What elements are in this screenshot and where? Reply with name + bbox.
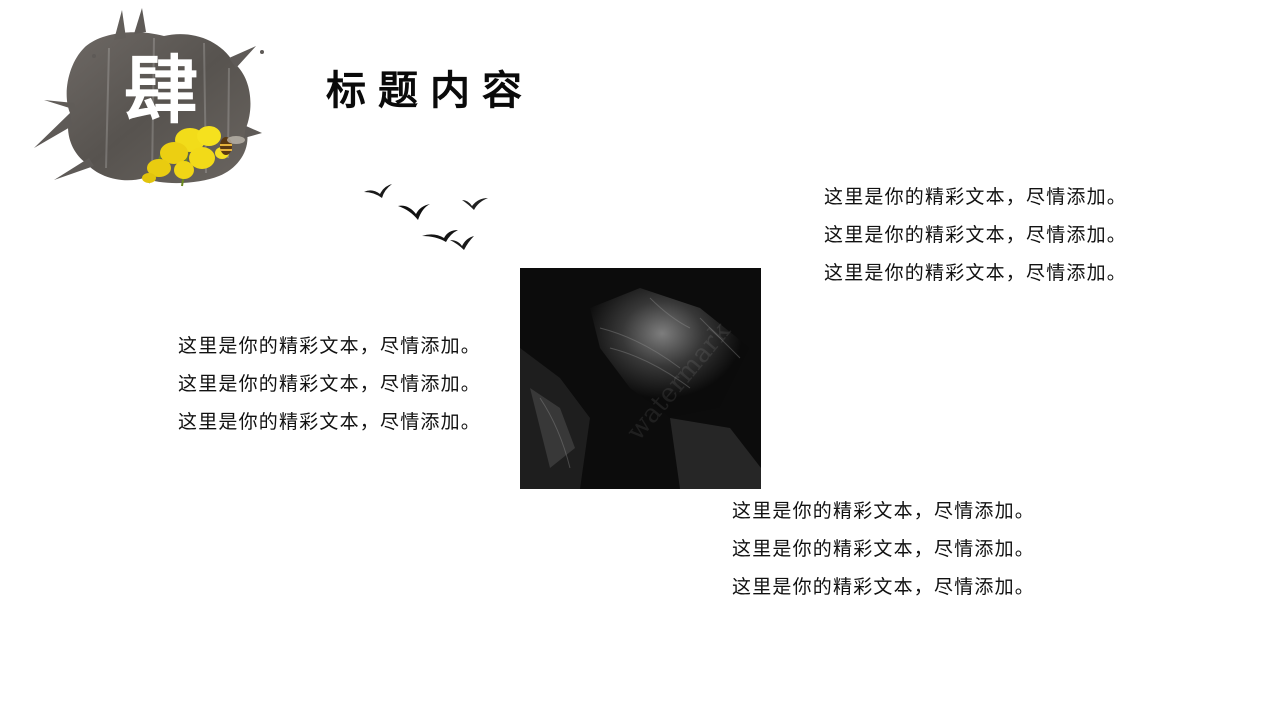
section-number: 肆	[124, 48, 198, 134]
text-line: 这里是你的精彩文本，尽情添加。	[824, 186, 1128, 208]
text-block-left: 这里是你的精彩文本，尽情添加。 这里是你的精彩文本，尽情添加。 这里是你的精彩文…	[178, 327, 481, 441]
text-line: 这里是你的精彩文本，尽情添加。	[732, 500, 1036, 522]
flying-birds-icon	[358, 176, 498, 256]
flower-icon	[142, 126, 229, 187]
rock-photo: watermark	[520, 268, 761, 489]
text-line: 这里是你的精彩文本，尽情添加。	[178, 335, 482, 357]
ink-splash-icon	[34, 8, 264, 187]
text-line: 这里是你的精彩文本，尽情添加。	[824, 262, 1128, 284]
text-block-bottom: 这里是你的精彩文本，尽情添加。 这里是你的精彩文本，尽情添加。 这里是你的精彩文…	[732, 492, 1035, 606]
text-line: 这里是你的精彩文本，尽情添加。	[732, 538, 1036, 560]
text-line: 这里是你的精彩文本，尽情添加。	[178, 373, 482, 395]
text-block-top-right: 这里是你的精彩文本，尽情添加。 这里是你的精彩文本，尽情添加。 这里是你的精彩文…	[824, 178, 1127, 292]
slide-title: 标题内容	[326, 67, 534, 114]
bee-icon	[220, 136, 245, 155]
section-number-badge: 肆	[14, 8, 264, 193]
text-line: 这里是你的精彩文本，尽情添加。	[824, 224, 1128, 246]
text-line: 这里是你的精彩文本，尽情添加。	[178, 411, 482, 433]
text-line: 这里是你的精彩文本，尽情添加。	[732, 576, 1036, 598]
